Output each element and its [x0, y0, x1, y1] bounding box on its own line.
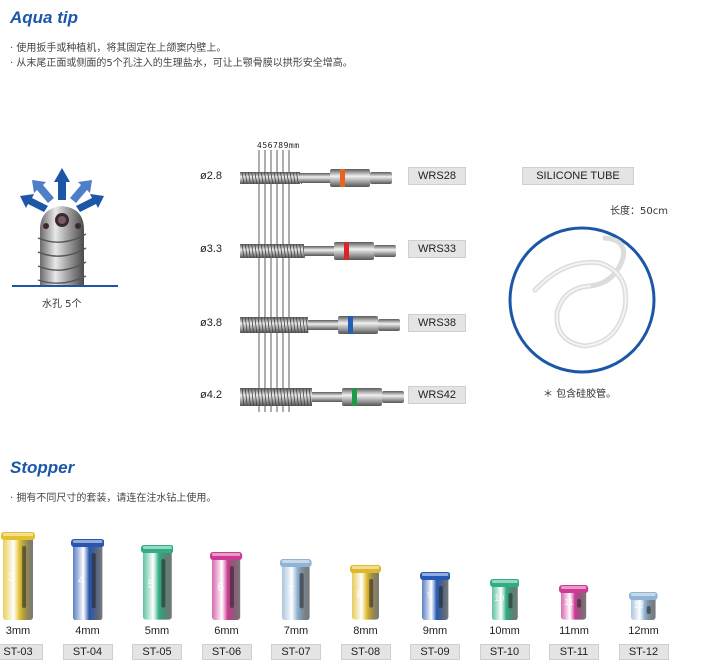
stopper-number: 9	[427, 590, 433, 600]
stopper-size: 12mm	[628, 625, 659, 637]
stopper-item	[197, 552, 257, 620]
drill-diameter: ø4.2	[200, 389, 223, 401]
stopper-size: 8mm	[353, 625, 378, 637]
drill-code-label: WRS42	[408, 386, 466, 404]
stopper-illustration	[140, 545, 174, 620]
drill-code-label: WRS38	[408, 314, 466, 332]
drill-row-wrs28: ø2.8 WRS28	[200, 163, 480, 193]
stopper-illustration	[629, 592, 658, 620]
stopper-item	[58, 538, 118, 620]
stopper-code-label: ST-04	[62, 644, 113, 660]
water-holes-caption: 水孔 5个	[42, 299, 82, 310]
drill-bit-illustration	[240, 242, 396, 260]
silicone-tube-length: 长度：50cm	[610, 206, 668, 217]
drill-row-wrs38: ø3.8 WRS38	[200, 310, 480, 340]
stopper-size: 3mm	[5, 625, 31, 637]
stopper-number: 5	[147, 576, 155, 591]
caption-divider	[12, 285, 118, 287]
stopper-number: 3	[8, 570, 15, 584]
stopper-number: 8	[356, 586, 364, 601]
stopper-illustration	[280, 558, 312, 620]
drill-diameter: ø2.8	[200, 170, 223, 182]
stopper-code-label: ST-08	[340, 644, 391, 660]
stopper-item	[614, 592, 674, 620]
water-flow-arrow-icon	[20, 168, 104, 212]
stopper-number: 6	[217, 580, 224, 594]
silicone-tube-label: SILICONE TUBE	[522, 167, 634, 185]
stopper-size: 10mm	[489, 625, 520, 637]
stopper-number: 4	[77, 573, 85, 588]
stopper-illustration	[419, 572, 451, 620]
drill-row-wrs42: ø4.2 WRS42	[200, 382, 480, 412]
stopper-code-label: ST-07	[271, 644, 321, 660]
drill-diameter: ø3.3	[200, 243, 223, 255]
stopper-size: 7mm	[283, 625, 309, 637]
drill-tip-water-holes-illustration	[20, 168, 104, 285]
aqua-tip-bullet-1: 使用扳手或种植机，将其固定在上颌窦内壁上。	[10, 39, 226, 54]
stopper-title: Stopper	[10, 458, 75, 477]
stopper-illustration	[1, 532, 35, 620]
stopper-item	[336, 565, 396, 620]
stopper-size: 9mm	[422, 625, 448, 637]
silicone-tube-illustration	[508, 226, 656, 374]
stopper-code-label: ST-05	[132, 644, 182, 660]
stopper-item	[544, 585, 604, 620]
stopper-code-label: ST-10	[479, 644, 530, 660]
stopper-size: 5mm	[144, 625, 170, 637]
stopper-illustration	[210, 552, 243, 620]
stopper-code-label: ST-11	[549, 644, 599, 660]
stopper-item	[475, 578, 535, 620]
drill-row-wrs33: ø3.3 WRS33	[200, 236, 480, 266]
stopper-illustration	[70, 538, 105, 620]
stopper-bullet: 拥有不同尺寸的套装，请连在注水钻上使用。	[10, 489, 216, 504]
drill-code-label: WRS33	[408, 240, 466, 258]
stopper-code-label: ST-06	[201, 644, 252, 660]
stopper-code-label: ST-03	[0, 644, 43, 660]
stopper-code-label: ST-12	[618, 644, 669, 660]
drill-code-label: WRS28	[408, 167, 466, 185]
stopper-size: 6mm	[214, 625, 239, 637]
stopper-number: 11	[564, 596, 574, 607]
drill-bit-illustration	[240, 169, 392, 187]
stopper-size: 4mm	[75, 625, 100, 637]
stopper-number: 10	[494, 593, 505, 604]
stopper-item	[266, 558, 326, 620]
stopper-item	[127, 545, 187, 620]
aqua-tip-title: Aqua tip	[10, 8, 78, 27]
stopper-illustration	[350, 565, 381, 620]
stopper-item	[0, 532, 48, 620]
depth-scale-label: 456789mm	[257, 141, 300, 150]
drill-bit-illustration	[240, 387, 404, 407]
stopper-number: 12	[633, 600, 644, 610]
stopper-number: 7	[286, 583, 294, 598]
stopper-size: 11mm	[559, 625, 589, 637]
aqua-tip-bullet-2: 从末尾正面或侧面的5个孔注入的生理盐水，可让上颚骨膜以拱形安全增高。	[10, 54, 352, 69]
drill-diameter: ø3.8	[200, 317, 223, 329]
stopper-item	[405, 572, 465, 620]
stopper-code-label: ST-09	[410, 644, 460, 660]
drill-bit-illustration	[240, 316, 400, 334]
depth-scale-lines	[258, 150, 290, 412]
silicone-tube-note: ＊ 包含硅胶管。	[543, 389, 617, 400]
stopper-illustration	[489, 578, 520, 620]
stopper-illustration	[559, 585, 589, 620]
